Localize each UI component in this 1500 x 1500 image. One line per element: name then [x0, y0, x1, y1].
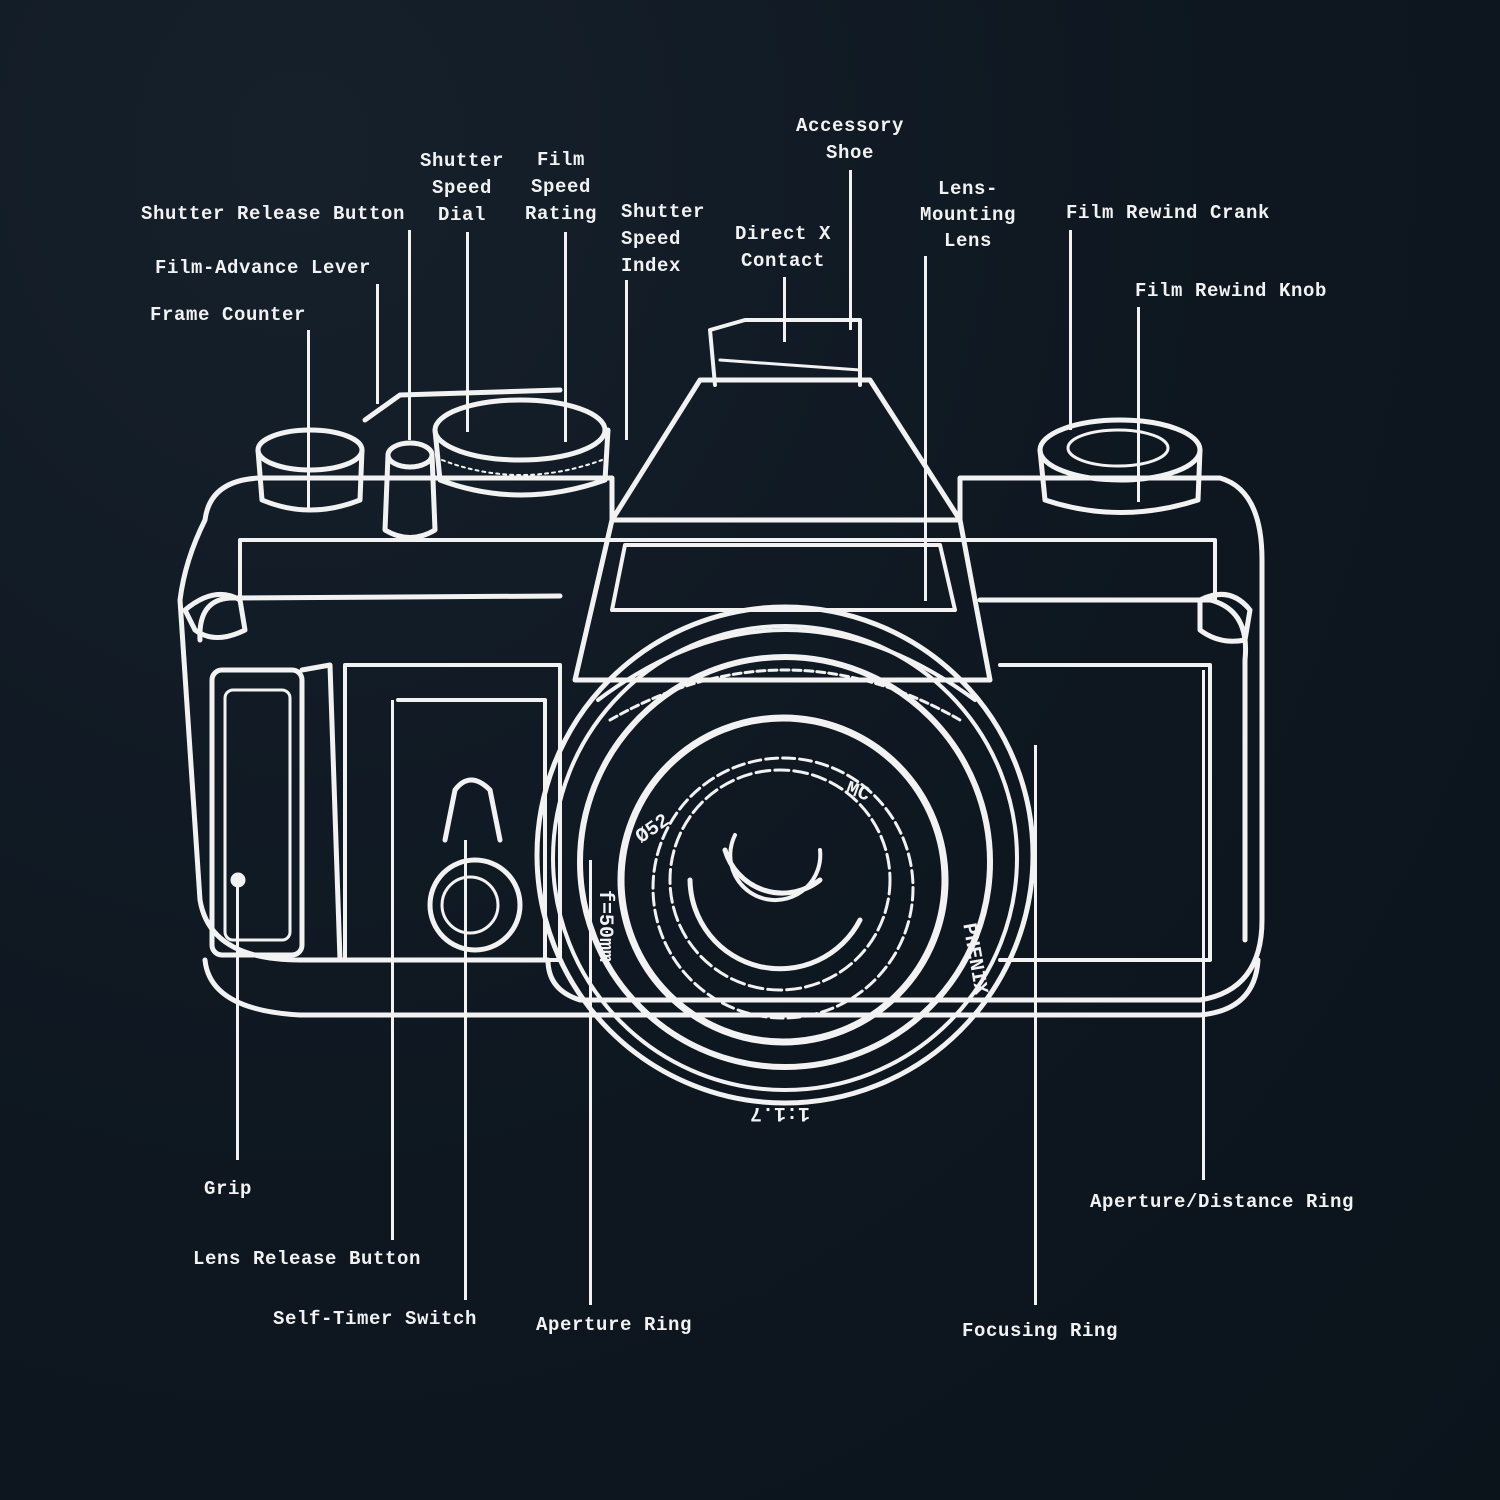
label-film-speed-rating: Film Speed Rating — [525, 147, 597, 228]
label-direct-x-contact: Direct X Contact — [735, 221, 831, 275]
label-film-advance-lever: Film-Advance Lever — [155, 255, 371, 282]
leader-focusing-ring — [1034, 745, 1037, 1305]
label-line: Rating — [524, 203, 598, 225]
leader-shutter-release — [408, 230, 411, 440]
label-line: Contact — [740, 250, 826, 272]
label-line: Aperture Ring — [536, 1314, 693, 1336]
lens-coating: MC — [842, 778, 872, 808]
leader-film-rewind-knob — [1137, 307, 1140, 502]
lens — [534, 604, 1036, 1106]
label-aperture-ring: Aperture Ring — [536, 1312, 692, 1339]
camera-body-outline — [177, 475, 1265, 1003]
leader-film-advance-lever — [376, 284, 379, 404]
leader-shutter-speed-dial — [466, 232, 469, 432]
lens-focal-length: f=50mm — [593, 890, 616, 962]
label-lens-release-button: Lens Release Button — [193, 1246, 421, 1273]
label-line: Accessory — [795, 115, 905, 137]
label-self-timer-switch: Self-Timer Switch — [273, 1306, 477, 1333]
label-line: Lens — [943, 230, 993, 252]
label-film-rewind-crank: Film Rewind Crank — [1066, 200, 1270, 227]
leader-grip — [236, 880, 239, 1160]
leader-accessory-shoe — [849, 170, 852, 330]
label-focusing-ring: Focusing Ring — [962, 1318, 1118, 1345]
label-line: Speed — [621, 228, 682, 250]
label-grip: Grip — [204, 1176, 252, 1203]
leader-shutter-speed-index — [625, 280, 628, 440]
label-line: Speed — [431, 177, 493, 199]
label-line: Direct X — [734, 223, 832, 245]
label-shutter-release-button: Shutter Release Button — [141, 201, 405, 228]
leader-film-speed-rating — [564, 232, 567, 442]
leader-aperture-ring — [589, 860, 592, 1305]
label-aperture-distance-ring: Aperture/Distance Ring — [1090, 1189, 1354, 1216]
leader-lens-release — [391, 700, 394, 1240]
lens-filter-size: Ø52 — [632, 810, 675, 849]
label-line: Shutter — [419, 150, 505, 172]
self-timer-lever — [442, 777, 503, 843]
label-line: Shutter Release Button — [141, 203, 406, 225]
label-film-rewind-knob: Film Rewind Knob — [1135, 278, 1327, 305]
shutter-speed-dial — [432, 397, 608, 463]
label-line: Grip — [204, 1178, 253, 1200]
label-line: Film Rewind Crank — [1066, 202, 1271, 224]
label-shutter-speed-dial: Shutter Speed Dial — [420, 148, 504, 229]
label-line: Index — [621, 255, 682, 277]
leader-aperture-distance-ring — [1202, 670, 1205, 1180]
label-line: Frame Counter — [150, 304, 307, 326]
label-line: Focusing Ring — [962, 1320, 1119, 1342]
lens-aperture: 1:1.7 — [750, 1101, 810, 1124]
label-accessory-shoe: Accessory Shoe — [796, 113, 904, 167]
label-line: Film Rewind Knob — [1135, 280, 1328, 302]
label-lens-mounting-lens: Lens- Mounting Lens — [920, 176, 1016, 254]
grip-panel — [209, 667, 305, 958]
label-line: Aperture/Distance Ring — [1090, 1191, 1355, 1213]
prism-housing — [572, 377, 993, 683]
label-line: Speed — [530, 176, 592, 198]
label-frame-counter: Frame Counter — [150, 302, 306, 329]
label-line: Self-Timer Switch — [273, 1308, 478, 1330]
label-line: Dial — [437, 204, 487, 226]
leader-self-timer — [464, 840, 467, 1300]
label-line: Film-Advance Lever — [155, 257, 372, 279]
label-line: Mounting — [919, 204, 1017, 226]
label-line: Lens Release Button — [193, 1248, 422, 1270]
label-line: Shoe — [825, 142, 874, 164]
label-line: Film — [536, 149, 586, 171]
leader-lens-mounting — [924, 256, 927, 601]
leader-frame-counter — [307, 330, 310, 510]
leader-film-rewind-crank — [1069, 230, 1072, 430]
label-line: Shutter — [621, 201, 706, 223]
label-line: Lens- — [937, 178, 999, 200]
frame-counter-dial — [255, 427, 365, 473]
leader-direct-x-contact — [783, 277, 786, 342]
label-shutter-speed-index: Shutter Speed Index — [621, 199, 705, 280]
lens-brand: PHENIX — [956, 922, 991, 997]
